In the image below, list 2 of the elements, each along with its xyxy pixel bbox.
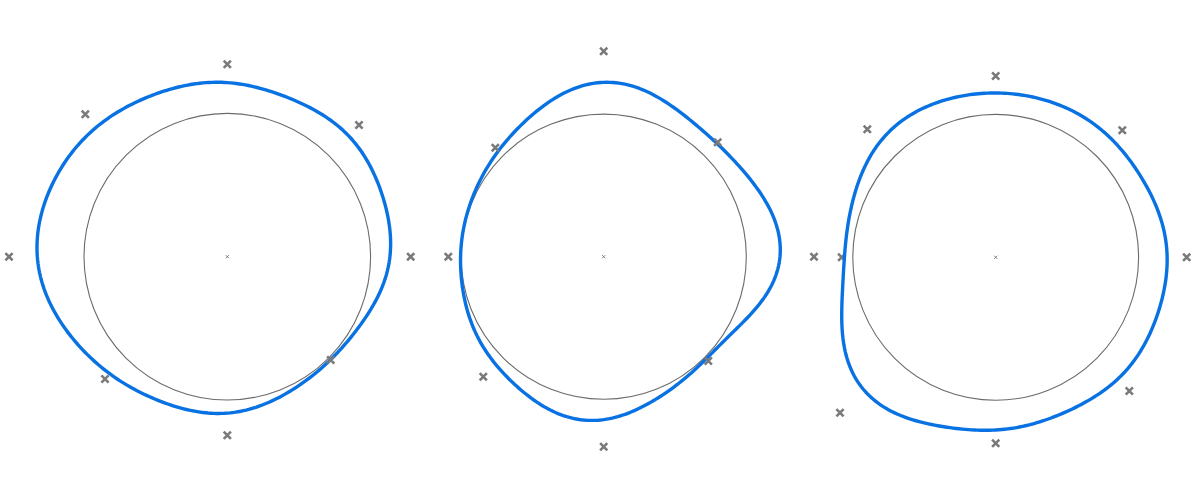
closed-curve-plot (4, 59, 415, 440)
closed-curve-plot (809, 71, 1192, 448)
